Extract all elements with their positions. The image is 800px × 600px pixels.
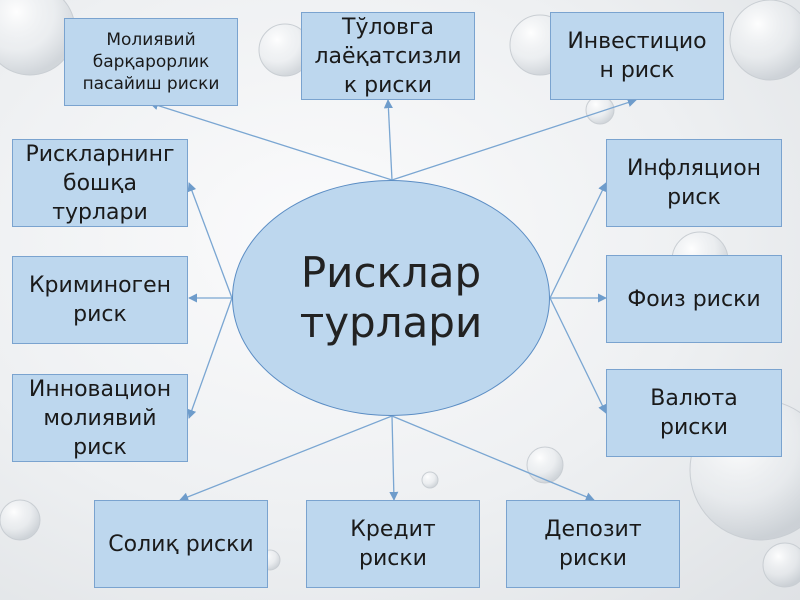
- node-label: Кредит риски: [350, 517, 436, 571]
- node-label: Солиқ риски: [108, 531, 254, 557]
- bubble-decoration: [762, 542, 800, 588]
- arrow-to-currency: [549, 297, 607, 414]
- node-label: Рискларнинг бошқа турлари: [25, 141, 175, 225]
- node-credit: Кредит риски: [306, 500, 480, 588]
- arrow-to-insolvency: [383, 99, 393, 181]
- bubble-decoration: [526, 446, 564, 484]
- center-label: Рисклар турлари: [299, 248, 483, 347]
- node-label: Инвестицио н риск: [567, 29, 707, 83]
- node-label: Тўловга лаёқатсизли к риски: [314, 14, 462, 98]
- node-insolvency: Тўловга лаёқатсизли к риски: [301, 12, 475, 100]
- arrow-to-deposit: [391, 415, 595, 502]
- node-label: Валюта риски: [650, 386, 738, 440]
- arrow-to-innovation: [187, 297, 233, 419]
- arrow-to-fin-stability: [149, 101, 393, 181]
- bubble-decoration: [729, 0, 800, 81]
- node-innovation: Инновацион молиявий риск: [12, 374, 188, 462]
- node-interest: Фоиз риски: [606, 255, 782, 343]
- node-label: Депозит риски: [544, 517, 642, 571]
- node-label: Молиявий барқарорлик пасайиш риски: [82, 30, 220, 94]
- arrow-to-credit: [389, 415, 399, 501]
- node-inflation: Инфляцион риск: [606, 139, 782, 227]
- node-tax: Солиқ риски: [94, 500, 268, 588]
- node-criminogenic: Криминоген риск: [12, 256, 188, 344]
- node-currency: Валюта риски: [606, 369, 782, 457]
- bubble-decoration: [0, 499, 41, 541]
- arrow-to-other-types: [187, 182, 233, 299]
- node-other-types: Рискларнинг бошқа турлари: [12, 139, 188, 227]
- node-label: Фоиз риски: [627, 286, 761, 312]
- node-label: Криминоген риск: [28, 273, 172, 327]
- node-label: Инфляцион риск: [626, 156, 762, 210]
- node-label: Инновацион молиявий риск: [28, 376, 172, 460]
- bubble-decoration: [421, 471, 439, 489]
- arrow-to-tax: [179, 415, 393, 502]
- node-fin-stability: Молиявий барқарорлик пасайиш риски: [64, 18, 238, 106]
- node-deposit: Депозит риски: [506, 500, 680, 588]
- arrow-to-investment: [391, 98, 637, 181]
- node-investment: Инвестицио н риск: [550, 12, 724, 100]
- arrow-to-inflation: [549, 182, 607, 299]
- center-node: Рисклар турлари: [232, 180, 550, 416]
